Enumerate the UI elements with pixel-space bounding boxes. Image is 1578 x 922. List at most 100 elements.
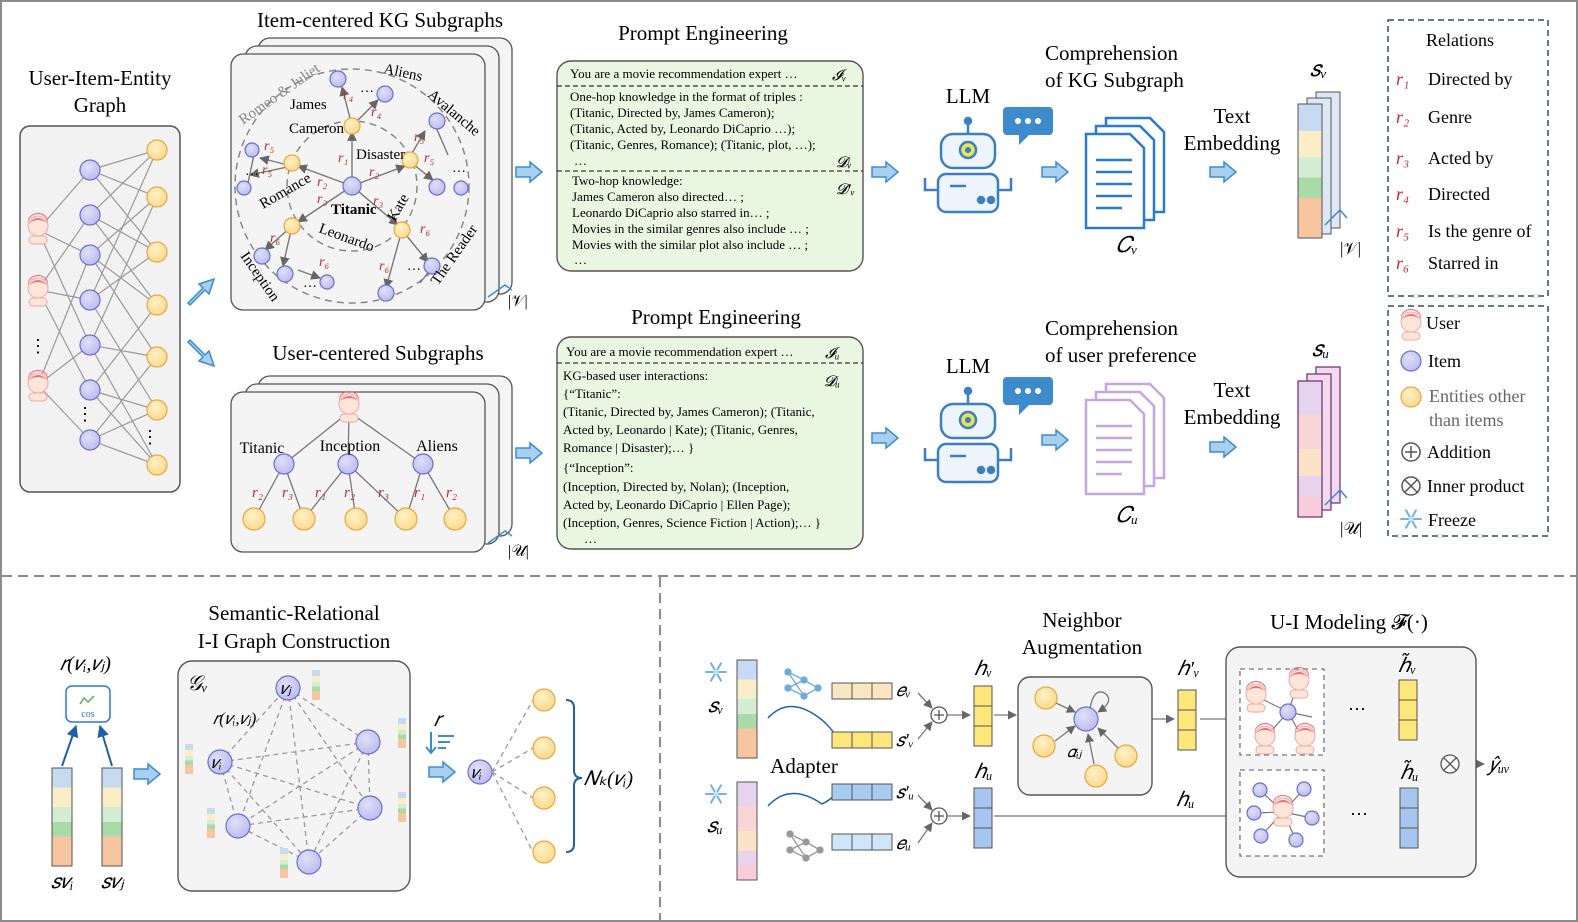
kg-label-cameron: Cameron bbox=[289, 121, 344, 137]
comp2-line1: Comprehension bbox=[1045, 316, 1178, 340]
cos-label: cos bbox=[81, 709, 94, 720]
textemb1-line2: Embedding bbox=[1184, 131, 1281, 155]
uc-label-aliens: Aliens bbox=[416, 438, 458, 455]
uig-dots-3: ⋮ bbox=[141, 427, 159, 447]
document-icon-1 bbox=[1084, 116, 1166, 230]
uc-subgraph-section: User-centered Subgraphs |𝒰| Titanic Ince… bbox=[230, 341, 529, 560]
uc-label-titanic: Titanic bbox=[240, 440, 285, 457]
document-icon-2 bbox=[1084, 382, 1166, 496]
kg-rel-r6-d: r₆ bbox=[420, 222, 430, 237]
robot-icon-1 bbox=[923, 116, 1013, 214]
kg-rel-r5-a: r₅ bbox=[264, 139, 274, 154]
inner-product-node bbox=[1440, 754, 1460, 774]
adapter-label: Adapter bbox=[770, 754, 838, 778]
uig-dots-2: ⋮ bbox=[76, 404, 94, 424]
kg-dots-1: … bbox=[360, 81, 374, 96]
ui-dots-u: ⋯ bbox=[1350, 804, 1368, 824]
plus-node-v bbox=[930, 706, 948, 724]
prompt1-sym1: 𝓘ᵥ bbox=[832, 68, 847, 84]
cos-box bbox=[65, 685, 111, 723]
na-alpha: 𝛼ᵢⱼ bbox=[1067, 744, 1083, 761]
rel-label-3: Directed bbox=[1428, 184, 1490, 204]
arrow-to-neighbors bbox=[428, 761, 456, 783]
adapter-net-icon-2 bbox=[786, 830, 824, 862]
uc-title: User-centered Subgraphs bbox=[272, 341, 483, 365]
prompt1-a-4: … bbox=[574, 153, 587, 168]
na-title-1: Neighbor bbox=[1042, 608, 1121, 632]
sv-embedding-stack: 𝑠ᵥ |𝒱| bbox=[1297, 56, 1361, 258]
prompt2-l-1: {“Titanic”: bbox=[563, 386, 621, 401]
adapter-net-icon-1 bbox=[784, 668, 822, 700]
arrow-to-doc1 bbox=[1041, 161, 1069, 183]
prompt2-l-5: {“Inception”: bbox=[563, 460, 633, 475]
sort-icon bbox=[425, 732, 454, 755]
textemb1-line1: Text bbox=[1213, 104, 1250, 128]
arrow-to-llm1 bbox=[871, 161, 899, 183]
kg-dots-3: … bbox=[245, 164, 259, 179]
su-prime-vec bbox=[831, 783, 893, 801]
robot-icon-2 bbox=[923, 386, 1013, 484]
prompt2-line1: You are a movie recommendation expert … bbox=[566, 344, 794, 359]
prompt2-l-9: … bbox=[584, 531, 597, 546]
uc-rel-4: r₃ bbox=[378, 485, 389, 501]
rel-label-1: Genre bbox=[1428, 107, 1472, 127]
prompt1-a-3: (Titanic, Genres, Romance); (Titanic, pl… bbox=[570, 137, 816, 152]
llm-robot-1: LLM bbox=[923, 84, 1053, 214]
rel-sym-0: r₁ bbox=[1396, 69, 1409, 89]
prompt1-line1: You are a movie recommendation expert … bbox=[570, 66, 798, 81]
sv-prime-vec bbox=[831, 731, 893, 749]
comprehension-kg: Comprehension of KG Subgraph 𝐶ᵥ bbox=[1045, 41, 1184, 257]
na-self-loop bbox=[1089, 691, 1110, 713]
chat-bubble-icon-1 bbox=[1003, 107, 1053, 145]
comp1-line1: Comprehension bbox=[1045, 41, 1178, 65]
bl-title-1: Semantic-Relational bbox=[208, 601, 380, 625]
br-sv: 𝑠ᵥ bbox=[708, 695, 723, 717]
adapter-curve-1 bbox=[767, 705, 844, 745]
svj-label: 𝑠𝑣ⱼ bbox=[101, 871, 125, 893]
rel-sym-4: r₅ bbox=[1396, 221, 1409, 241]
kg-rel-r4-b: r₄ bbox=[371, 105, 381, 120]
br-hu-mid: ℎᵤ bbox=[1176, 789, 1195, 811]
su-freeze-icon bbox=[705, 784, 727, 804]
br-hu-tilde: ℎ̃ᵤ bbox=[1400, 759, 1419, 784]
kg-rel-r6-c: r₆ bbox=[379, 259, 389, 274]
kg-dots-2: … bbox=[452, 161, 466, 176]
kg-relation-labels: r₁ r₂ r₂ r₃ r₃ r₄ r₄ r₅ r₅ r₅ r₅ r₆ r₆ r… bbox=[262, 88, 434, 274]
kg-outer-ring bbox=[234, 68, 470, 304]
llm-label-1: LLM bbox=[946, 84, 991, 108]
rel-sym-1: r₂ bbox=[1396, 107, 1409, 127]
bl-r: 𝑟 bbox=[434, 709, 445, 731]
comprehension-user: Comprehension of user preference 𝐶ᵤ bbox=[1045, 316, 1197, 527]
prompt2-lines: KG-based user interactions: {“Titanic”: … bbox=[563, 368, 821, 546]
prompt2-l-8: (Inception, Genres, Science Fiction | Ac… bbox=[563, 515, 821, 530]
prompt1-box bbox=[556, 60, 864, 272]
uc-item-nodes bbox=[273, 453, 434, 475]
legend-item: Item bbox=[1428, 351, 1461, 371]
bl-title-2: I-I Graph Construction bbox=[198, 629, 391, 653]
uc-relation-labels: r₂ r₃ r₁ r₂ r₃ r₁ r₂ bbox=[252, 485, 457, 501]
kg-label-disaster: Disaster bbox=[356, 147, 405, 163]
uig-item-nodes bbox=[79, 159, 101, 451]
ui-v-center bbox=[1279, 703, 1297, 721]
prompt1-b-1: James Cameron also directed… ; bbox=[572, 189, 744, 204]
neighbor-brace bbox=[565, 699, 583, 853]
uc-entity-nodes bbox=[242, 507, 467, 531]
prompt2-sym2: 𝓓ᵤ bbox=[824, 374, 840, 390]
legend-freeze: Freeze bbox=[1428, 510, 1476, 530]
pe1-title: Prompt Engineering bbox=[618, 21, 788, 45]
svj-bar bbox=[101, 767, 123, 867]
uc-rel-2: r₁ bbox=[315, 485, 326, 501]
uc-box bbox=[230, 391, 486, 553]
pe2-title: Prompt Engineering bbox=[631, 305, 801, 329]
ii-graph-section: Semantic-Relational I-I Graph Constructi… bbox=[51, 601, 633, 893]
prompt2-l-3: Acted by, Leonardo | Kate); (Titanic, Ge… bbox=[563, 422, 798, 437]
kg-rel-r6-b: r₆ bbox=[319, 255, 329, 270]
gv-redge: 𝑟(𝑣ᵢ,𝑣ⱼ) bbox=[213, 709, 257, 728]
kg-stack-bracket bbox=[487, 284, 513, 298]
uig-box bbox=[19, 125, 181, 493]
addition-icon bbox=[1401, 442, 1421, 462]
na-entity-nodes bbox=[1032, 686, 1138, 788]
br-sv-prime: 𝑠′ᵥ bbox=[896, 730, 914, 750]
